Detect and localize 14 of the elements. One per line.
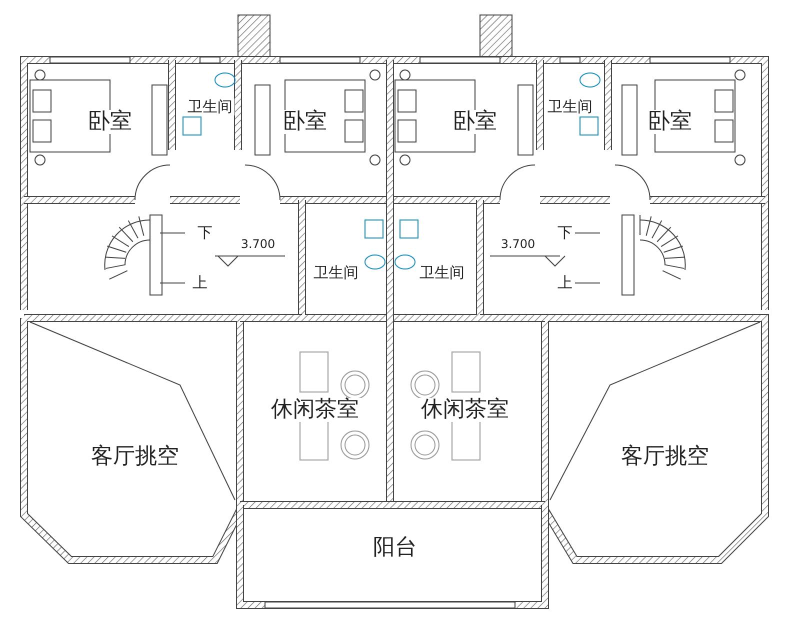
elevation-label: 3.700	[240, 238, 276, 250]
room-label: 休闲茶室	[269, 398, 361, 422]
room-label: 客厅挑空	[89, 445, 181, 469]
room-label: 卫生间	[312, 264, 360, 282]
room-label: 卫生间	[186, 98, 234, 116]
elevation-label: 3.700	[500, 238, 536, 250]
room-label: 卫生间	[546, 98, 594, 116]
room-label: 卫生间	[418, 264, 466, 282]
stair-direction-label: 下	[558, 226, 572, 240]
room-label: 休闲茶室	[419, 398, 511, 422]
stair-direction-label: 上	[558, 276, 572, 290]
room-label: 客厅挑空	[619, 445, 711, 469]
stair-direction-label: 上	[192, 276, 208, 290]
stair-direction-label: 下	[198, 226, 212, 240]
